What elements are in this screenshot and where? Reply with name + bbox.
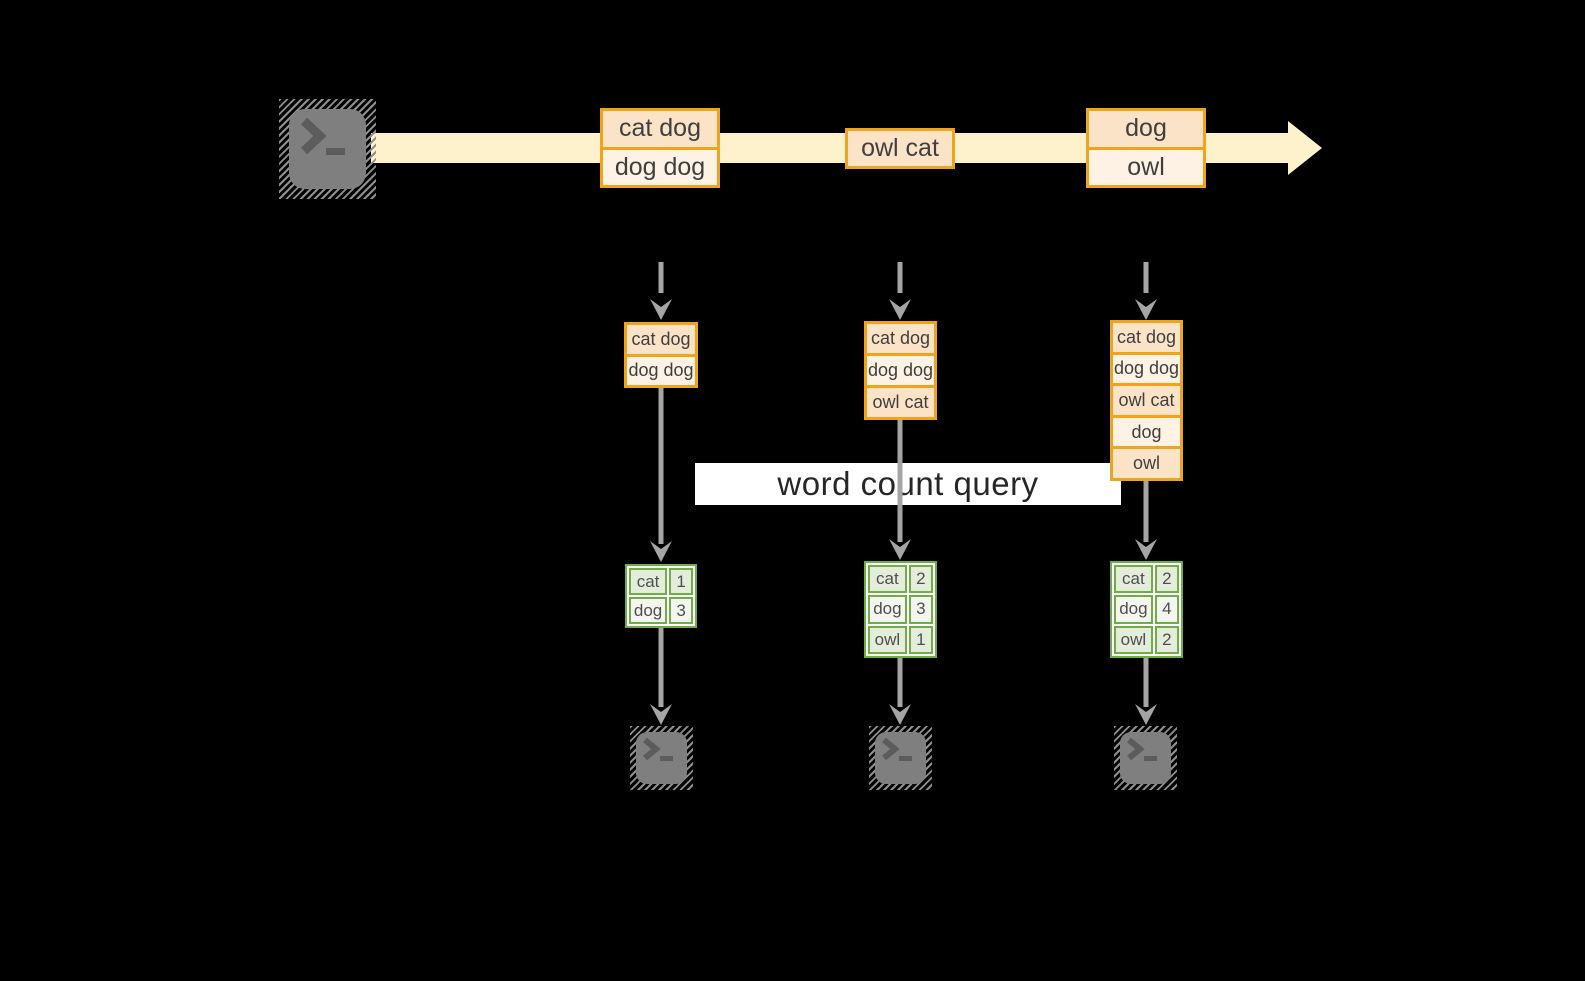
state-row: owl cat — [1113, 383, 1180, 415]
state-box-3: cat dog dog dog owl cat dog owl — [1110, 320, 1183, 481]
arrowhead — [1135, 704, 1157, 725]
count-value-cell: 2 — [1154, 565, 1179, 594]
count-row: owl 2 — [1114, 625, 1179, 654]
arrowhead — [889, 299, 911, 320]
count-row: dog 3 — [868, 595, 933, 624]
batch-row: cat dog — [603, 111, 717, 147]
stream-batch-2: owl cat — [845, 128, 955, 169]
stream-batch-3: dog owl — [1086, 108, 1206, 188]
count-value-cell: 4 — [1154, 595, 1179, 624]
arrowhead — [650, 704, 672, 725]
count-word-cell: cat — [1114, 565, 1153, 594]
count-value-cell: 3 — [908, 595, 933, 624]
state-row: owl — [1113, 446, 1180, 478]
terminal-icon — [1114, 726, 1177, 790]
terminal-icon — [279, 99, 376, 199]
batch-row: dog — [1089, 111, 1203, 147]
count-value-cell: 3 — [669, 597, 693, 624]
count-table-1: cat 1 dog 3 — [625, 564, 697, 628]
state-box-2: cat dog dog dog owl cat — [864, 321, 937, 420]
terminal-icon — [869, 726, 932, 790]
state-row: dog dog — [627, 353, 695, 385]
state-row: dog dog — [1113, 351, 1180, 384]
terminal-icon — [630, 726, 693, 790]
count-value-cell: 1 — [908, 625, 933, 654]
batch-row: owl — [1089, 146, 1203, 185]
terminal-prompt-glyph — [300, 117, 345, 155]
arrowhead — [889, 704, 911, 725]
count-word-cell: cat — [868, 565, 907, 594]
batch-row: dog dog — [603, 146, 717, 185]
batch-row: owl cat — [848, 131, 952, 166]
count-value-cell: 1 — [669, 568, 693, 595]
state-row: cat dog — [867, 324, 934, 353]
count-row: dog 4 — [1114, 595, 1179, 624]
stream-batch-1: cat dog dog dog — [600, 108, 720, 188]
arrowhead — [889, 539, 911, 560]
count-word-cell: dog — [1114, 595, 1153, 624]
state-row: cat dog — [1113, 323, 1180, 352]
terminal-prompt-glyph — [1127, 737, 1157, 761]
stream-arrowhead — [1288, 121, 1322, 175]
count-value-cell: 2 — [908, 565, 933, 594]
count-table-2: cat 2 dog 3 owl 1 — [864, 561, 937, 658]
query-label: word count query — [777, 465, 1039, 502]
count-word-cell: owl — [1114, 625, 1153, 654]
count-row: owl 1 — [868, 625, 933, 654]
terminal-icon-body — [289, 109, 366, 189]
terminal-prompt-glyph — [882, 737, 912, 761]
count-table-3: cat 2 dog 4 owl 2 — [1110, 561, 1183, 658]
terminal-icon-body — [636, 732, 687, 784]
state-box-1: cat dog dog dog — [624, 322, 698, 388]
state-row: cat dog — [627, 325, 695, 354]
count-word-cell: dog — [868, 595, 907, 624]
count-row: dog 3 — [629, 597, 693, 624]
count-value-cell: 2 — [1154, 625, 1179, 654]
query-band: word count query — [695, 463, 1121, 505]
count-word-cell: owl — [868, 625, 907, 654]
state-row: owl cat — [867, 385, 934, 417]
arrowhead — [1135, 299, 1157, 320]
terminal-icon-body — [875, 732, 926, 784]
terminal-prompt-glyph — [643, 737, 673, 761]
count-word-cell: cat — [629, 568, 668, 595]
arrowhead — [650, 541, 672, 562]
arrowhead — [1135, 539, 1157, 560]
count-row: cat 2 — [1114, 565, 1179, 594]
terminal-icon-body — [1120, 732, 1171, 784]
count-row: cat 2 — [868, 565, 933, 594]
count-row: cat 1 — [629, 568, 693, 595]
count-word-cell: dog — [629, 597, 668, 624]
state-row: dog dog — [867, 353, 934, 385]
arrowhead — [650, 299, 672, 320]
state-row: dog — [1113, 414, 1180, 447]
